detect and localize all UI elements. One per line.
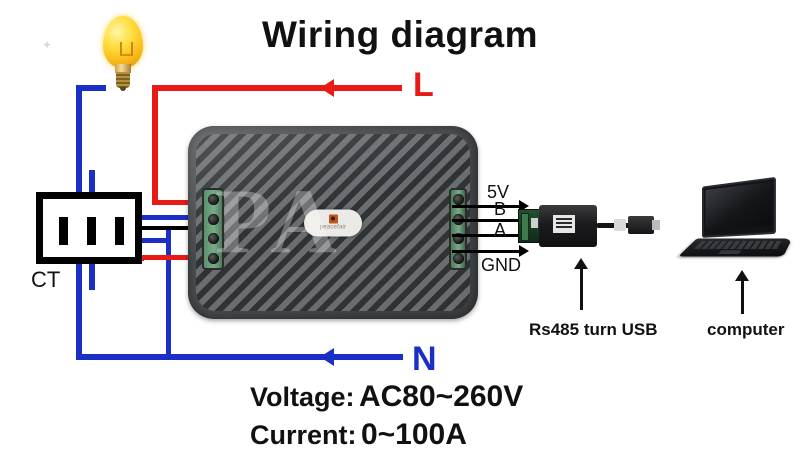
bulb-sparkle-icon: ✦	[42, 38, 53, 52]
terminal-screw[interactable]	[452, 233, 464, 245]
neutral-label: N	[412, 340, 437, 378]
wire-terminal-stub-b	[452, 219, 468, 222]
laptop-computer-icon	[678, 176, 794, 274]
brand-logo-text: peacefair	[319, 224, 347, 230]
arrow-left-icon-live	[320, 79, 334, 97]
ct-core-bar	[59, 217, 68, 245]
light-bulb-icon	[99, 16, 147, 94]
energy-meter-device: peacefair	[188, 126, 478, 319]
wire-signal-a	[466, 234, 524, 237]
spec-voltage-key: Voltage:	[250, 382, 355, 412]
adapter-sticker	[553, 215, 575, 233]
current-transformer-icon	[36, 192, 142, 264]
arrow-right-icon-5v	[519, 200, 529, 212]
spec-voltage: Voltage: AC80~260V	[250, 380, 523, 414]
page-title: Wiring diagram	[262, 14, 538, 55]
wire-neutral-into-terminal-2-h	[104, 215, 208, 220]
adapter-chip	[531, 218, 538, 228]
terminal-screw[interactable]	[207, 252, 219, 264]
arrow-up-icon-computer	[735, 270, 749, 281]
wire-live-into-terminal-1	[152, 200, 207, 205]
terminal-block-left[interactable]	[202, 188, 224, 270]
caption-adapter: Rs485 turn USB	[529, 320, 658, 339]
laptop-screen	[705, 181, 772, 231]
wire-live-down-to-terminal	[152, 85, 158, 203]
live-label: L	[413, 66, 434, 104]
usb-connector-tip	[652, 220, 660, 230]
arrow-up-icon-adapter	[574, 258, 588, 269]
adapter-screw-terminals[interactable]	[521, 213, 529, 241]
adapter-pcb	[518, 209, 540, 243]
terminal-screw[interactable]	[452, 194, 464, 206]
terminal-screw[interactable]	[207, 213, 219, 225]
terminal-screw[interactable]	[452, 252, 464, 264]
wire-live-horizontal-top	[152, 85, 402, 91]
adapter-body	[539, 205, 597, 247]
ct-label: CT	[31, 267, 61, 292]
device-brand-label: peacefair	[304, 209, 362, 236]
wire-ct-red-to-terminal-4	[104, 255, 208, 260]
wire-neutral-vertical-to-device	[166, 228, 171, 358]
wire-signal-5v	[466, 205, 524, 208]
adapter-cable-ferrite	[614, 219, 626, 231]
wire-ct-red-stub	[140, 255, 144, 261]
terminal-screw[interactable]	[207, 233, 219, 245]
wire-ct-black-to-terminal-3	[142, 226, 208, 230]
arrow-right-icon-gnd	[519, 245, 529, 257]
wire-neutral-horizontal-bottom	[76, 354, 403, 360]
wire-signal-gnd	[466, 250, 524, 253]
adapter-usb-cable	[596, 223, 630, 228]
laptop-base	[678, 238, 793, 257]
terminal-label-gnd: GND	[481, 255, 521, 275]
spec-current-key: Current:	[250, 420, 357, 450]
terminal-label-5v: 5V	[487, 182, 510, 202]
wire-terminal-stub-5v	[452, 205, 468, 208]
bulb-glass	[103, 16, 143, 68]
spec-voltage-value: AC80~260V	[358, 380, 524, 413]
terminal-block-right[interactable]	[449, 188, 467, 270]
brand-logo-icon	[328, 214, 338, 223]
ct-core-bar	[87, 217, 96, 245]
caption-computer: computer	[707, 320, 785, 339]
bulb-screw-base	[116, 72, 130, 88]
terminal-label-a: A	[494, 220, 507, 240]
bulb-filament	[120, 42, 133, 56]
leader-line-computer	[741, 280, 744, 314]
wire-terminal-stub-gnd	[452, 250, 468, 253]
spec-current-value: 0~100A	[360, 418, 467, 451]
arrow-left-icon-neutral	[320, 348, 334, 366]
laptop-keyboard	[693, 240, 782, 250]
terminal-label-b: B	[494, 199, 507, 219]
bulb-neck	[115, 64, 131, 73]
ct-core-bar	[115, 217, 124, 245]
laptop-lid	[701, 176, 776, 238]
wire-signal-b	[466, 219, 524, 222]
rs485-usb-adapter-icon	[518, 203, 660, 249]
usb-connector	[628, 216, 654, 234]
wire-neutral-bulb-left	[76, 85, 106, 91]
leader-line-adapter	[580, 268, 583, 310]
terminal-screw[interactable]	[207, 194, 219, 206]
laptop-touchpad	[718, 250, 742, 255]
spec-current: Current: 0~100A	[250, 418, 467, 452]
bulb-contact-tip	[120, 87, 126, 91]
wire-terminal-stub-a	[452, 234, 468, 237]
